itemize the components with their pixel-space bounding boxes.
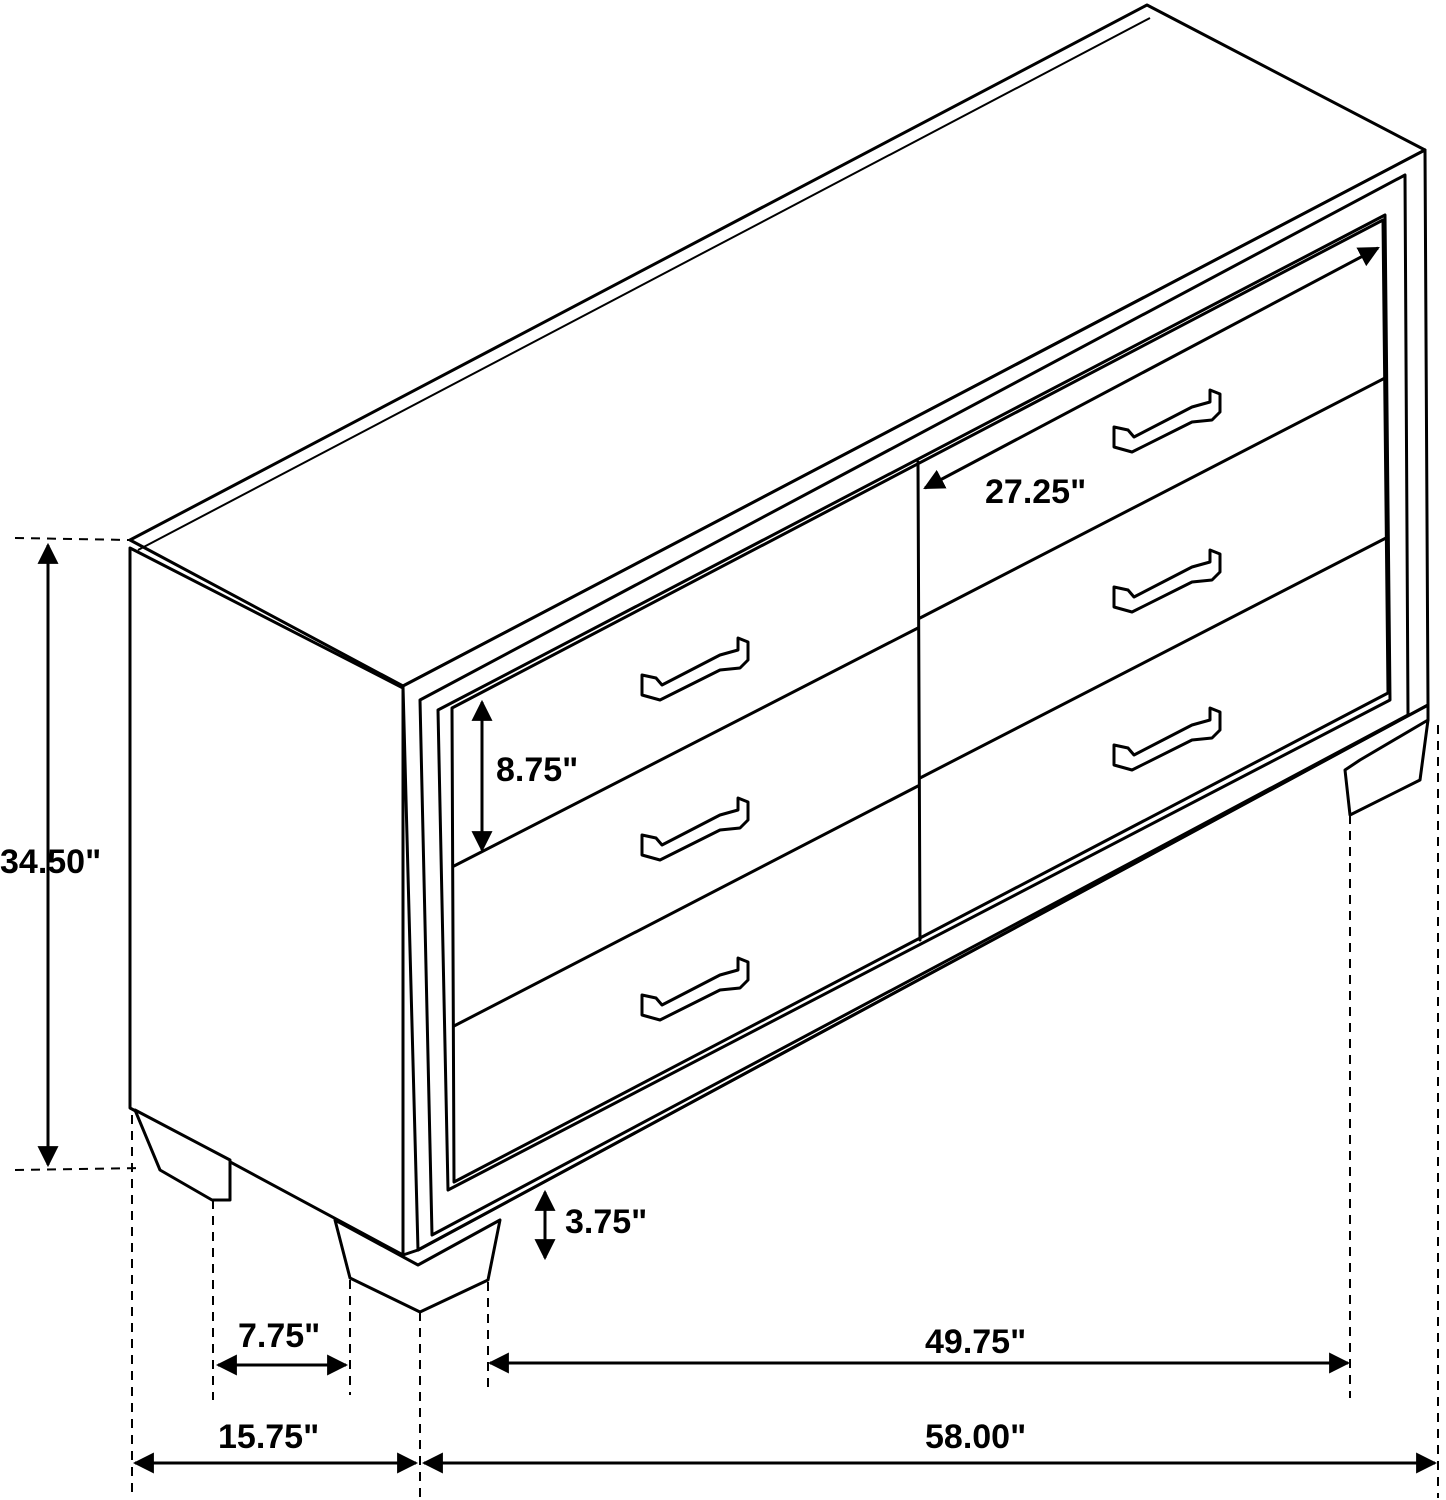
leg-front-right xyxy=(1343,718,1430,817)
depth-label: 15.75" xyxy=(218,1418,319,1456)
height-label: 34.50" xyxy=(0,843,101,881)
leg-span-label: 49.75" xyxy=(925,1323,1026,1361)
dresser-legs xyxy=(133,718,1430,1314)
handle-left-middle xyxy=(640,796,750,862)
drawer-width-arrow xyxy=(923,246,1380,490)
leg-height-label: 3.75" xyxy=(565,1203,647,1241)
dresser-body xyxy=(128,3,1430,1257)
extension-lines xyxy=(14,537,1439,1498)
leg-depth-label: 7.75" xyxy=(238,1317,320,1355)
width-label: 58.00" xyxy=(925,1418,1026,1456)
dimension-labels: 34.50" 27.25" 8.75" 3.75" 7.75" 49.75" 1… xyxy=(0,473,1086,1456)
drawer-width-label: 27.25" xyxy=(985,473,1086,511)
handle-left-bottom xyxy=(640,956,750,1022)
dimension-arrows xyxy=(37,246,1438,1474)
handle-right-bottom xyxy=(1112,706,1222,772)
handle-left-top xyxy=(640,636,750,702)
leg-front-left xyxy=(333,1218,502,1314)
handle-right-middle xyxy=(1112,548,1222,614)
leg-back-left xyxy=(133,1108,232,1202)
drawer-height-label: 8.75" xyxy=(496,751,578,789)
